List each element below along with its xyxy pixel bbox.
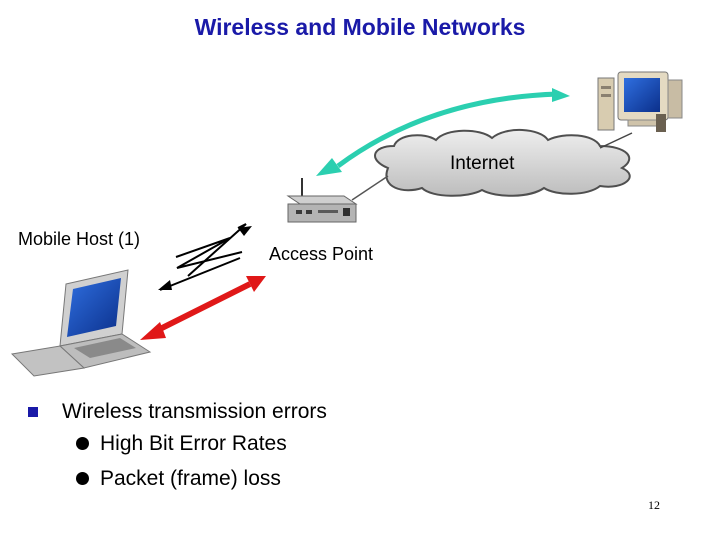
- wireless-link-arrow: [158, 223, 252, 291]
- square-bullet-icon: [28, 407, 38, 417]
- access-point-label: Access Point: [269, 244, 374, 264]
- internet-link-arrow: [316, 88, 570, 176]
- sub-bullet-text: Packet (frame) loss: [100, 467, 281, 490]
- laptop-icon: [10, 269, 152, 377]
- access-point-icon: [286, 175, 389, 223]
- desktop-computer-icon: [597, 71, 683, 149]
- internet-cloud-icon: [374, 128, 631, 197]
- page-number: 12: [648, 498, 660, 512]
- round-bullet-icon: [76, 437, 89, 450]
- sub-bullet-text: High Bit Error Rates: [100, 432, 287, 455]
- slide-title: Wireless and Mobile Networks: [194, 14, 526, 40]
- round-bullet-icon: [76, 472, 89, 485]
- internet-label: Internet: [450, 153, 515, 174]
- mobile-host-label: Mobile Host (1): [18, 229, 141, 249]
- error-link-arrow: [140, 276, 266, 340]
- bullet-text: Wireless transmission errors: [62, 400, 327, 423]
